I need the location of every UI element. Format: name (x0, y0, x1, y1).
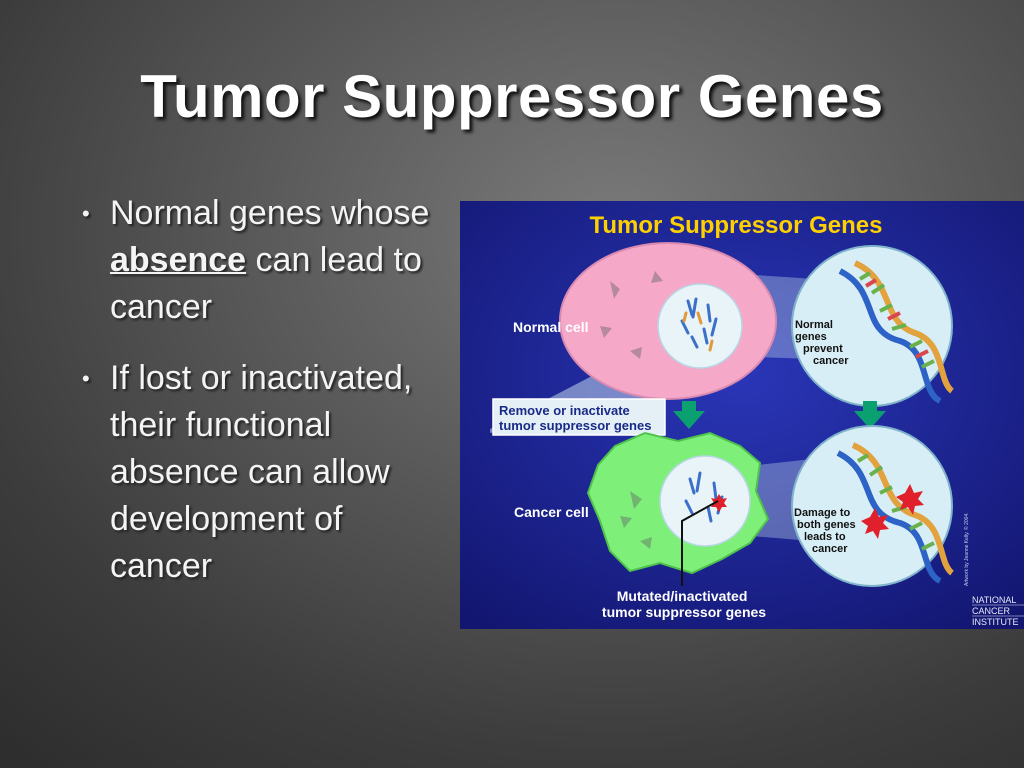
bullet-list: •Normal genes whose absence can lead to … (82, 190, 452, 614)
mutation-star-icon (711, 494, 727, 512)
bullet-item: •If lost or inactivated, their functiona… (82, 355, 452, 590)
tumor-suppressor-diagram: Tumor Suppressor Genes Normal cell Norma… (460, 201, 1024, 629)
remove-label: Remove or inactivate tumor suppressor ge… (499, 403, 651, 433)
damage-star-icon (861, 508, 889, 539)
remove-label-box (492, 398, 666, 436)
bullet-dot-icon: • (82, 201, 90, 226)
down-arrow-icon (854, 401, 886, 429)
bullet-item: •Normal genes whose absence can lead to … (82, 190, 452, 331)
slide-title: Tumor Suppressor Genes (140, 63, 884, 130)
cancer-cell (586, 431, 770, 575)
bullet-dot-icon: • (82, 366, 90, 391)
damage-star-icon (896, 484, 924, 515)
down-arrow-icon (673, 401, 705, 429)
mutated-genes-label: Mutated/inactivated tumor suppressor gen… (602, 588, 766, 620)
normal-cell (559, 242, 777, 400)
svg-text:NATIONAL CANCER IN: NATIONAL CANCER INSTITUTE (972, 595, 1019, 627)
normal-cell-label: Normal cell (513, 319, 588, 335)
damage-label: Damage to both genes leads to cancer (794, 507, 859, 555)
cancer-cell-label: Cancer cell (514, 504, 589, 520)
emphasis-absence: absence (110, 241, 247, 279)
normal-dna-zoom (791, 245, 955, 407)
nci-logo: NATIONAL CANCER INSTITUTE (972, 595, 1024, 627)
pointer-line (681, 500, 719, 586)
damaged-dna-zoom (791, 425, 955, 587)
diagram-title: Tumor Suppressor Genes (590, 212, 883, 239)
normal-genes-label: Normal genes prevent cancer (795, 319, 849, 367)
artwork-credit: Artwork by Jeanne Kelly. © 2004. (963, 512, 970, 586)
